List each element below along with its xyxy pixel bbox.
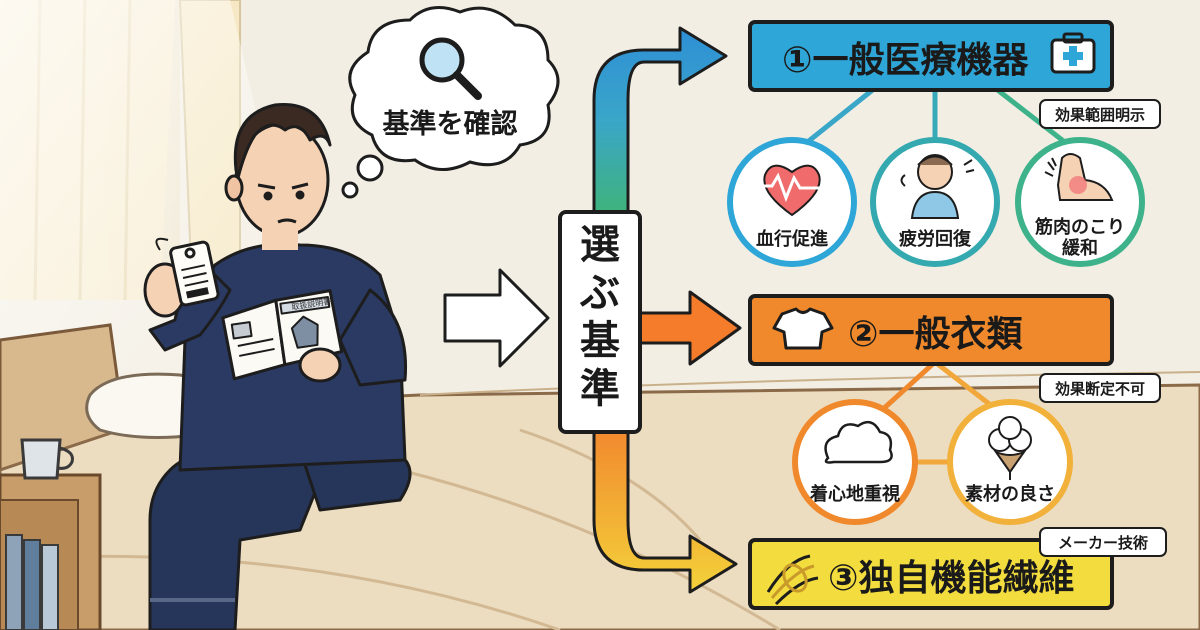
tired-person-icon [900, 154, 975, 219]
category-medical: ①一般医療機器 効果範囲明示 血行促進 [727, 20, 1161, 267]
tshirt-icon [772, 307, 834, 350]
category-fiber-title: ③独自機能繊維 [828, 558, 1074, 599]
thought-bubble: 基準を確認 [341, 6, 560, 199]
branch-arrow-upper [592, 26, 728, 217]
sore-shoulder-icon [1044, 153, 1114, 201]
center-label-char-2: ぶ [579, 270, 620, 316]
feature-muscle-relief-label-2: 緩和 [1062, 237, 1098, 259]
feature-material-quality: 素材の良さ [947, 399, 1073, 525]
magnifier-icon [419, 37, 482, 100]
medical-kit-icon [1050, 32, 1096, 74]
category-fiber-tag: メーカー技術 [1058, 534, 1148, 552]
feature-muscle-relief-label: 筋肉のこり [1035, 216, 1125, 238]
center-criteria-box: 選 ぶ 基 準 [558, 210, 642, 434]
feature-comfort: 着心地重視 [792, 399, 918, 525]
category-medical-tag: 効果範囲明示 [1055, 106, 1145, 124]
flow-arrow-right [443, 268, 550, 368]
fiber-icon [766, 554, 819, 606]
center-label-char-4: 準 [580, 366, 620, 412]
center-label-char-1: 選 [580, 222, 620, 268]
category-clothing: ②一般衣類 効果断定不可 着心地重視 素材の良さ [748, 294, 1161, 525]
center-label-char-3: 基 [580, 318, 620, 364]
feature-blood-flow: 血行促進 [727, 137, 857, 267]
cotton-icon [988, 416, 1032, 480]
person-illustration [143, 103, 412, 630]
cloud-icon [824, 420, 893, 464]
category-medical-title: ①一般医療機器 [782, 40, 1029, 81]
branch-arrow-middle [638, 290, 742, 366]
thought-text: 基準を確認 [383, 108, 518, 140]
feature-material-quality-label: 素材の良さ [965, 483, 1055, 505]
category-clothing-tag: 効果断定不可 [1055, 380, 1145, 398]
category-clothing-title: ②一般衣類 [848, 314, 1023, 355]
feature-blood-flow-label: 血行促進 [756, 228, 828, 250]
feature-fatigue-recovery: 疲労回復 [870, 137, 1000, 267]
feature-fatigue-recovery-label: 疲労回復 [899, 228, 972, 250]
feature-comfort-label: 着心地重視 [809, 483, 900, 505]
feature-muscle-relief: 筋肉のこり 緩和 [1015, 137, 1145, 267]
branch-arrow-lower [592, 430, 738, 594]
category-fiber: ③独自機能繊維 メーカー技術 [748, 527, 1167, 610]
heart-pulse-icon [757, 164, 828, 217]
